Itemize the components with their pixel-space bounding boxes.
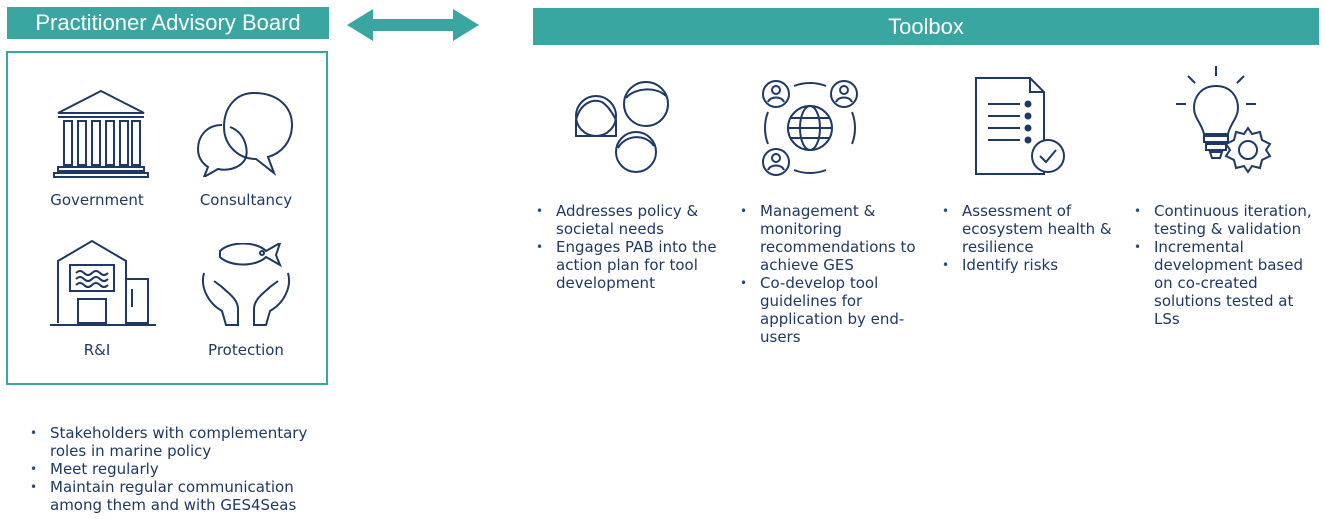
list-item: Incremental development based on co-crea…	[1132, 238, 1318, 328]
checklist-document-icon	[975, 77, 1065, 175]
category-protection: Protection	[208, 341, 284, 359]
category-consultancy: Consultancy	[199, 191, 293, 209]
pab-title: Practitioner Advisory Board	[7, 7, 329, 39]
globe-network-icon	[762, 80, 858, 176]
research-facility-icon	[50, 239, 156, 326]
category-ri: R&I	[83, 341, 111, 359]
toolbox-bullets-4: Continuous iteration, testing & validati…	[1132, 202, 1318, 328]
people-faces-icon	[575, 81, 669, 173]
government-building-icon	[53, 89, 149, 178]
list-item: Engages PAB into the action plan for too…	[534, 238, 724, 292]
toolbox-bullets-3: Assessment of ecosystem health & resilie…	[940, 202, 1120, 274]
list-item: Maintain regular communication among the…	[28, 478, 328, 514]
pab-stakeholder-box: Government Consultancy R&I Protection	[6, 51, 328, 385]
toolbox-title: Toolbox	[533, 8, 1319, 45]
list-item: Stakeholders with complementary roles in…	[28, 424, 328, 460]
toolbox-bullets-2: Management & monitoring recommendations …	[738, 202, 918, 346]
list-item: Assessment of ecosystem health & resilie…	[940, 202, 1120, 256]
list-item: Co-develop tool guidelines for applicati…	[738, 274, 918, 346]
double-headed-arrow-icon	[347, 9, 479, 41]
lightbulb-gear-icon	[1176, 66, 1272, 174]
list-item: Management & monitoring recommendations …	[738, 202, 918, 274]
pab-bullet-list: Stakeholders with complementary roles in…	[28, 424, 328, 514]
hands-fish-icon	[202, 243, 290, 326]
list-item: Addresses policy & societal needs	[534, 202, 724, 238]
toolbox-bullets-1: Addresses policy & societal needs Engage…	[534, 202, 724, 292]
list-item: Identify risks	[940, 256, 1120, 274]
speech-bubbles-icon	[196, 91, 294, 177]
category-government: Government	[50, 191, 144, 209]
list-item: Meet regularly	[28, 460, 328, 478]
list-item: Continuous iteration, testing & validati…	[1132, 202, 1318, 238]
